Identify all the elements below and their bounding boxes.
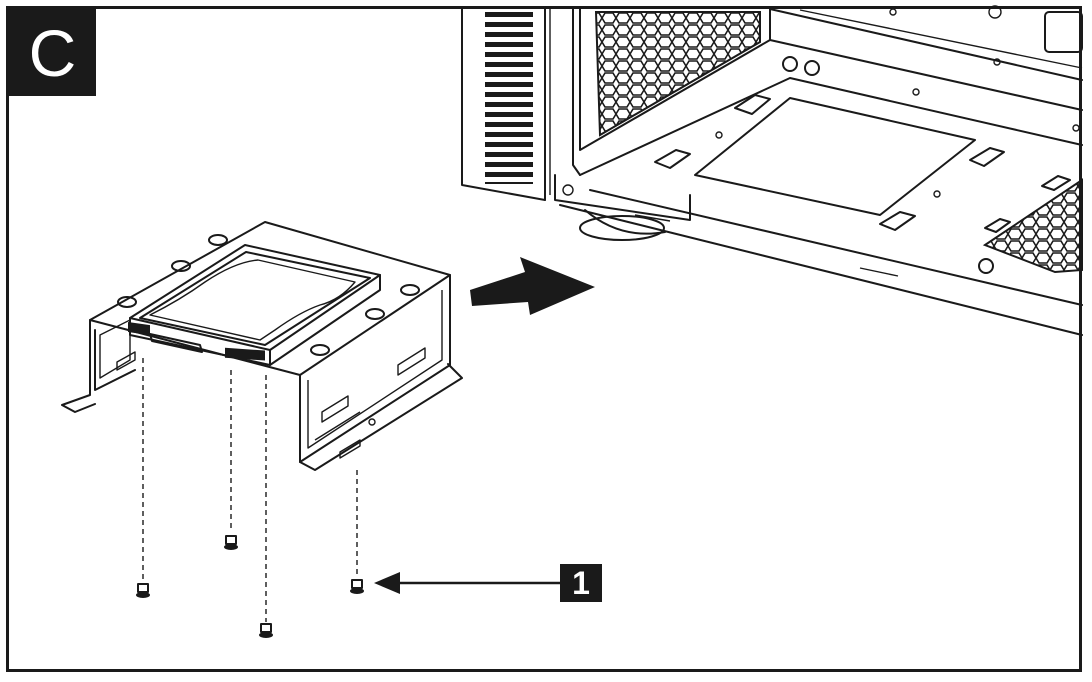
- screw-guide-lines: [142, 358, 358, 622]
- screw-icon: [224, 535, 238, 550]
- chassis-illustration: [461, 5, 1083, 336]
- callout-number-badge: 1: [560, 564, 602, 602]
- callout-number: 1: [572, 565, 590, 601]
- drive-cage-illustration: [61, 221, 463, 471]
- step-label: C: [28, 15, 77, 90]
- insert-direction-arrow: [470, 257, 595, 315]
- screw-icon: [350, 579, 364, 594]
- floor-cutout: [694, 97, 976, 216]
- front-vent-grille: [485, 12, 533, 184]
- chassis-foot: [579, 215, 665, 241]
- diagram-frame: [6, 6, 1082, 672]
- screw-icon: [136, 583, 150, 598]
- hard-drive-illustration: [128, 244, 381, 366]
- screw-icon: [259, 623, 273, 638]
- side-mesh-panel: [594, 11, 761, 137]
- floor-mesh-panel: [982, 178, 1083, 274]
- step-label-badge: C: [9, 9, 96, 96]
- pointer-arrow-left: [374, 572, 560, 594]
